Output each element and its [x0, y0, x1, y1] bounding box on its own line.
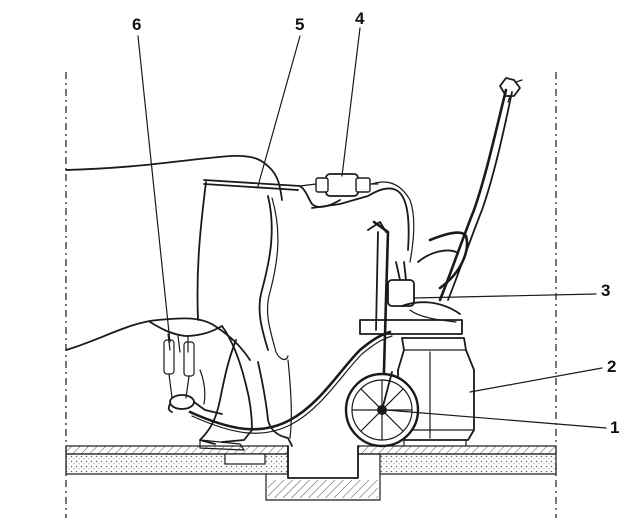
pulsator-assembly: [359, 261, 463, 335]
vacuum-regulator-unit: [299, 173, 379, 197]
floor-platform: [65, 445, 557, 501]
label-1: 1: [610, 418, 619, 437]
vacuum-line: [203, 179, 415, 263]
label-4: 4: [355, 9, 365, 28]
label-6: 6: [132, 15, 141, 34]
label-3: 3: [601, 281, 610, 300]
label-5: 5: [295, 15, 304, 34]
leader-lines: [137, 27, 607, 429]
milk-hose: [188, 330, 392, 431]
milk-can: [397, 337, 475, 447]
cow-outline: [65, 155, 293, 451]
milk-hose-edge: [191, 335, 393, 434]
teat-cups-cluster: [163, 339, 223, 415]
trolley-wheel: [344, 371, 420, 448]
label-2: 2: [607, 357, 616, 376]
trolley-frame: [367, 77, 523, 442]
